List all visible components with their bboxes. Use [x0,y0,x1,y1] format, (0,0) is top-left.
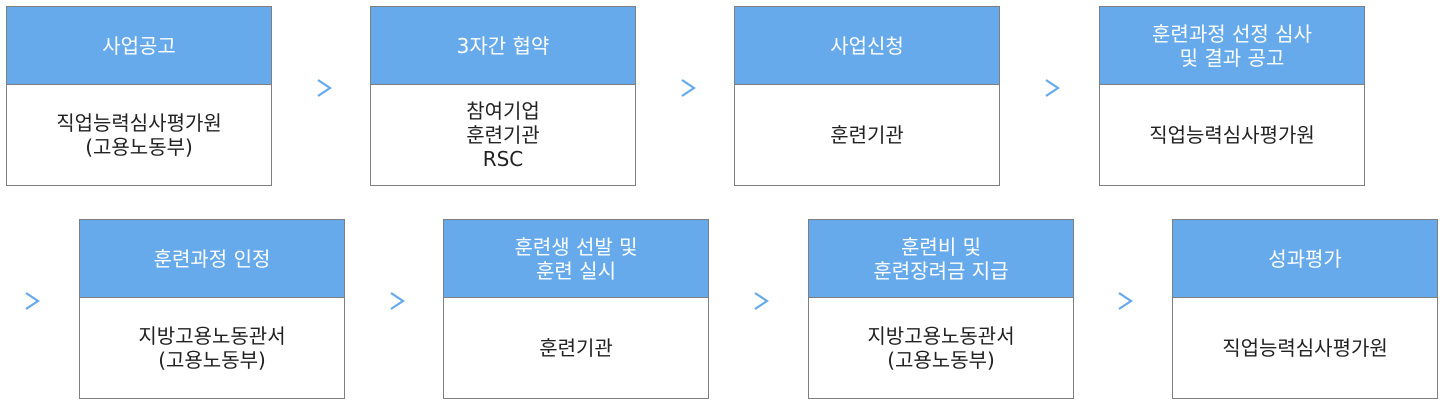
step-body-line: 참여기업 [466,99,540,123]
step-title-line: 훈련장려금 지급 [873,258,1009,283]
step-body-line: (고용노동부) [887,348,995,372]
step-body-line: 훈련기관 [830,123,904,147]
step-title-line: 사업신청 [830,33,904,58]
chevron-right-icon [20,289,44,313]
step-title-line: 3자간 협약 [456,33,550,58]
step-header: 사업공고 [7,7,271,85]
step-body-line: 훈련기관 [466,123,540,147]
step-body-line: RSC [482,147,524,171]
chevron-right-icon [385,289,409,313]
step-1: 사업공고 직업능력심사평가원 (고용노동부) [6,6,272,186]
step-header: 성과평가 [1173,220,1437,298]
step-3: 사업신청 훈련기관 [734,6,1000,186]
step-title-line: 훈련생 선발 및 [514,234,638,259]
step-title-line: 훈련 실시 [536,258,616,283]
step-title-line: 훈련과정 인정 [153,246,271,271]
step-body: 직업능력심사평가원 (고용노동부) [7,85,271,185]
step-2: 3자간 협약 참여기업 훈련기관 RSC [370,6,636,186]
step-body-line: 훈련기관 [539,336,613,360]
step-8: 성과평가 직업능력심사평가원 [1172,219,1438,399]
step-header: 사업신청 [735,7,999,85]
step-body-line: (고용노동부) [85,135,193,159]
step-header: 훈련비 및 훈련장려금 지급 [809,220,1073,298]
step-title-line: 성과평가 [1268,246,1342,271]
chevron-right-icon [312,76,336,100]
step-7: 훈련비 및 훈련장려금 지급 지방고용노동관서 (고용노동부) [808,219,1074,399]
step-body-line: 직업능력심사평가원 [1149,123,1315,147]
step-header: 훈련과정 인정 [80,220,344,298]
step-title-line: 훈련과정 선정 심사 [1152,21,1312,46]
step-body: 참여기업 훈련기관 RSC [371,85,635,185]
step-header: 훈련과정 선정 심사 및 결과 공고 [1100,7,1364,85]
chevron-right-icon [676,76,700,100]
chevron-right-icon [1113,289,1137,313]
step-body-line: 직업능력심사평가원 [1222,336,1388,360]
step-body: 직업능력심사평가원 [1173,298,1437,398]
step-header: 3자간 협약 [371,7,635,85]
step-body: 지방고용노동관서 (고용노동부) [809,298,1073,398]
step-body-line: 지방고용노동관서 [138,324,286,348]
step-4: 훈련과정 선정 심사 및 결과 공고 직업능력심사평가원 [1099,6,1365,186]
step-header: 훈련생 선발 및 훈련 실시 [444,220,708,298]
step-body-line: 직업능력심사평가원 [56,111,222,135]
step-body-line: 지방고용노동관서 [867,324,1015,348]
chevron-right-icon [1040,76,1064,100]
step-5: 훈련과정 인정 지방고용노동관서 (고용노동부) [79,219,345,399]
step-body-line: (고용노동부) [158,348,266,372]
step-title-line: 및 결과 공고 [1179,45,1285,70]
step-body: 직업능력심사평가원 [1100,85,1364,185]
step-body: 훈련기관 [444,298,708,398]
step-body: 지방고용노동관서 (고용노동부) [80,298,344,398]
step-6: 훈련생 선발 및 훈련 실시 훈련기관 [443,219,709,399]
step-title-line: 훈련비 및 [901,234,981,259]
step-title-line: 사업공고 [102,33,176,58]
chevron-right-icon [749,289,773,313]
step-body: 훈련기관 [735,85,999,185]
